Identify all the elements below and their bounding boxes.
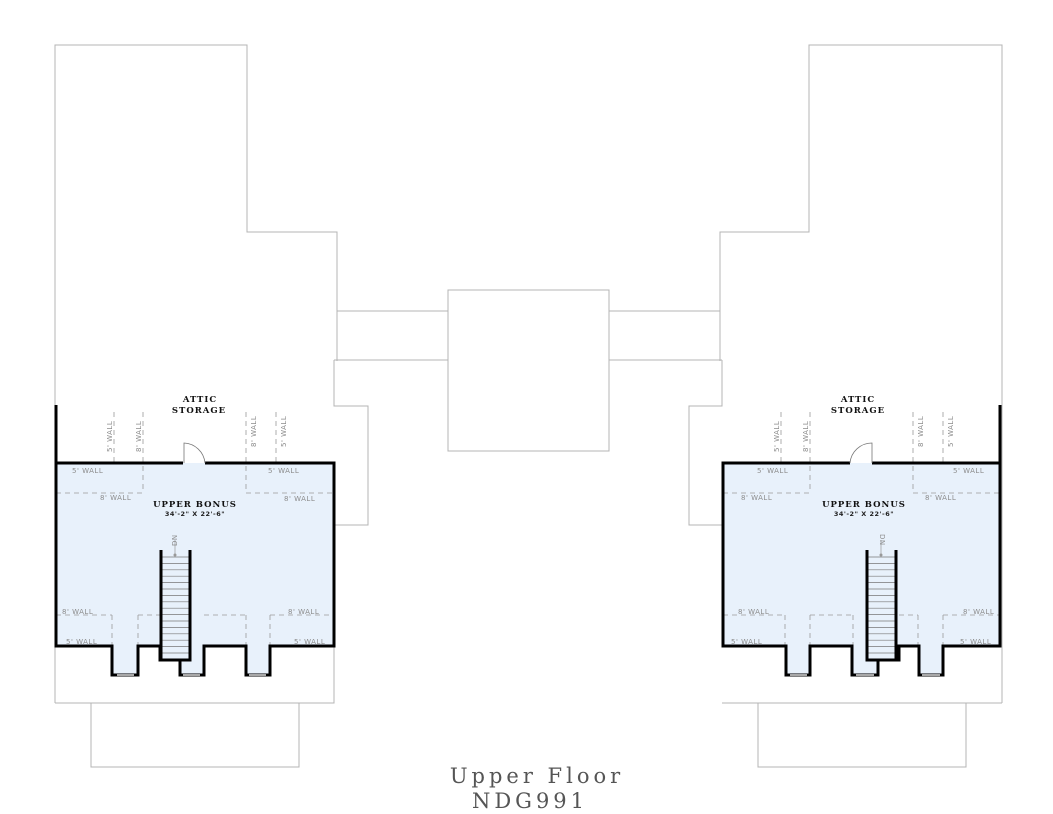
right-wing-outline <box>719 44 1003 703</box>
right-stair-treads <box>867 556 896 654</box>
wall-label: 8' WALL <box>917 416 925 447</box>
wall-label: 5' WALL <box>757 467 788 475</box>
left-knee-walls <box>56 412 334 646</box>
wall-label: 5' WALL <box>731 638 762 646</box>
wall-label: 5' WALL <box>953 467 984 475</box>
room-dimensions: 34'-2" X 22'-6" <box>834 510 894 518</box>
right-knee-walls <box>723 412 1000 646</box>
right-attic-door[interactable] <box>849 442 873 464</box>
wall-label: 5' WALL <box>72 467 103 475</box>
wall-label: 8' WALL <box>288 608 319 616</box>
right-connector-step <box>688 360 723 526</box>
wall-label: 8' WALL <box>741 494 772 502</box>
wall-label: 8' WALL <box>925 494 956 502</box>
plan-title: Upper Floor <box>450 764 624 788</box>
roof-outlines <box>54 44 1003 768</box>
left-stair-treads <box>161 556 190 654</box>
wall-label: 5' WALL <box>947 416 955 447</box>
stair-direction-label: DN <box>878 534 886 546</box>
right-porch-outline <box>757 702 967 768</box>
wall-label: 5' WALL <box>294 638 325 646</box>
left-porch-outline <box>90 702 300 768</box>
wall-label: 8' WALL <box>284 495 315 503</box>
wall-label: 8' WALL <box>100 494 131 502</box>
wall-label: 5' WALL <box>280 416 288 447</box>
right-stair[interactable] <box>867 550 896 660</box>
wall-label: 8' WALL <box>802 421 810 452</box>
wall-label: 8' WALL <box>135 421 143 452</box>
stair-arrow-icon <box>879 553 883 557</box>
wall-label: 5' WALL <box>773 421 781 452</box>
left-attic-door[interactable] <box>183 442 206 464</box>
wall-label: 5' WALL <box>106 421 114 452</box>
wall-label: 8' WALL <box>250 416 258 447</box>
wall-label: 8' WALL <box>963 608 994 616</box>
stair-arrow-icon <box>173 553 177 557</box>
attic-storage-label-2: STORAGE <box>172 406 226 416</box>
room-name: UPPER BONUS <box>822 500 906 510</box>
left-connector-step <box>333 360 369 526</box>
room-name: UPPER BONUS <box>153 500 237 510</box>
attic-storage-label-1: ATTIC <box>840 395 875 405</box>
center-block-outline <box>447 289 610 452</box>
left-bonus-room-fill <box>56 463 334 675</box>
wall-label: 8' WALL <box>62 608 93 616</box>
left-bonus-unit: ATTIC STORAGE UPPER BONUS 34'-2" X 22'-6… <box>54 395 336 677</box>
wall-label: 5' WALL <box>960 638 991 646</box>
left-wing-outline <box>54 44 338 703</box>
wall-label: 5' WALL <box>268 467 299 475</box>
attic-storage-label-1: ATTIC <box>182 395 217 405</box>
left-bonus-walls <box>54 405 336 677</box>
right-bonus-walls <box>721 405 1002 677</box>
left-stair[interactable] <box>161 550 190 660</box>
wall-label: 8' WALL <box>738 608 769 616</box>
right-bonus-room-fill <box>723 463 1000 675</box>
plan-number: NDG991 <box>472 789 588 813</box>
right-bonus-unit: ATTIC STORAGE UPPER BONUS 34'-2" X 22'-6… <box>721 395 1002 677</box>
attic-storage-label-2: STORAGE <box>831 406 885 416</box>
room-dimensions: 34'-2" X 22'-6" <box>165 510 225 518</box>
wall-label: 5' WALL <box>66 638 97 646</box>
